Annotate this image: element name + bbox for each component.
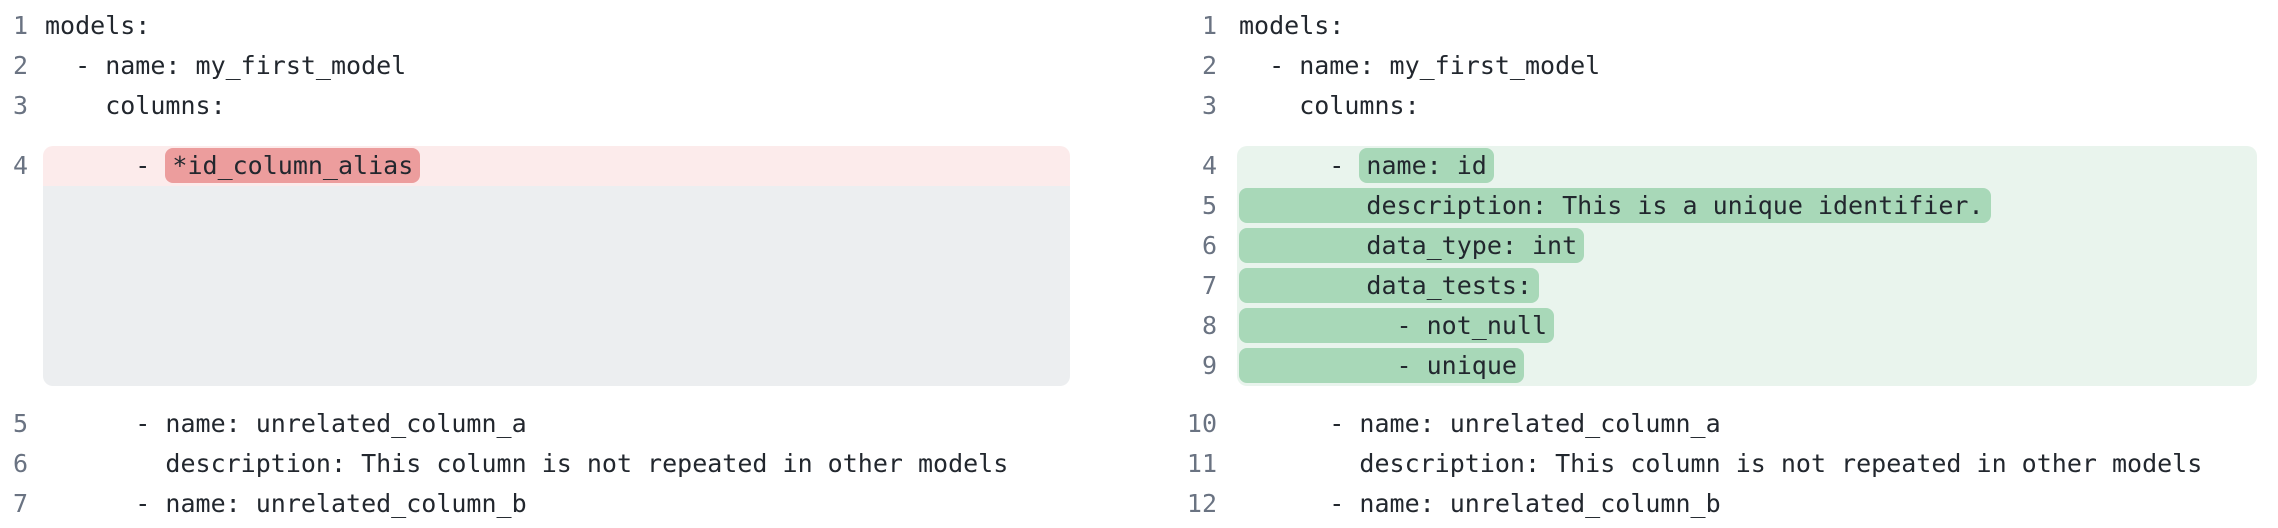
line-number: 3 [1201, 91, 1217, 120]
code-line: 5 description: This is a unique identifi… [1139, 186, 2278, 226]
diff-word-highlight: - unique [1239, 348, 1524, 383]
diff-word-highlight: data_tests: [1239, 268, 1539, 303]
code-text: - [1239, 151, 1360, 180]
code-text: - name: my_first_model [45, 51, 407, 80]
code-line: 2 - name: my_first_model [1139, 46, 2278, 86]
code-content: data_type: int [1237, 226, 2257, 266]
line-number: 7 [1201, 271, 1217, 300]
code-content: models: [43, 6, 1070, 46]
code-text: description: This column is not repeated… [45, 449, 1009, 478]
code-content: description: This column is not repeated… [1237, 444, 2257, 484]
code-line: 11 description: This column is not repea… [1139, 444, 2278, 484]
line-number: 2 [1201, 51, 1217, 80]
code-line: 6 data_type: int [1139, 226, 2278, 266]
code-line: 7 - name: unrelated_column_b [0, 484, 1139, 524]
code-line: 4 - name: id [1139, 146, 2278, 186]
code-content: columns: [1237, 86, 2257, 126]
code-line: 1 models: [1139, 6, 2278, 46]
line-number: 12 [1186, 489, 1217, 518]
code-content: - name: unrelated_column_b [43, 484, 1070, 524]
diff-word-highlight: *id_column_alias [165, 148, 421, 183]
line-number: 5 [12, 409, 28, 438]
line-number: 9 [1201, 351, 1217, 380]
code-content: - name: unrelated_column_a [1237, 404, 2257, 444]
code-text: columns: [45, 91, 226, 120]
code-line: 8 - not_null [1139, 306, 2278, 346]
code-text: models: [1239, 11, 1345, 40]
line-number: 5 [1201, 191, 1217, 220]
code-content: - name: my_first_model [43, 46, 1070, 86]
line-number [0, 186, 28, 386]
diff-word-highlight: data_type: int [1239, 228, 1585, 263]
line-number: 3 [12, 91, 28, 120]
line-number: 7 [12, 489, 28, 518]
empty-hunk-placeholder [0, 186, 1139, 386]
code-line: 5 - name: unrelated_column_a [0, 404, 1139, 444]
code-line: 7 data_tests: [1139, 266, 2278, 306]
line-number: 4 [1201, 151, 1217, 180]
code-line: 3 columns: [0, 86, 1139, 126]
code-content: - not_null [1237, 306, 2257, 346]
code-text: - name: unrelated_column_a [45, 409, 527, 438]
diff-word-highlight: - not_null [1239, 308, 1555, 343]
code-line: 10 - name: unrelated_column_a [1139, 404, 2278, 444]
line-number: 1 [12, 11, 28, 40]
code-content: description: This column is not repeated… [43, 444, 1070, 484]
code-text: models: [45, 11, 151, 40]
code-line: 4 - *id_column_alias [0, 146, 1139, 186]
code-line: 9 - unique [1139, 346, 2278, 386]
code-line: 1 models: [0, 6, 1139, 46]
diff-word-highlight: description: This is a unique identifier… [1239, 188, 1991, 223]
code-content: - name: id [1237, 146, 2257, 186]
line-number: 6 [1201, 231, 1217, 260]
code-text: - name: unrelated_column_b [45, 489, 527, 518]
code-content: - unique [1237, 346, 2257, 386]
code-content: - name: unrelated_column_b [1237, 484, 2257, 524]
code-content: data_tests: [1237, 266, 2257, 306]
code-text: - [45, 151, 166, 180]
line-number: 10 [1186, 409, 1217, 438]
line-number: 1 [1201, 11, 1217, 40]
code-line: 2 - name: my_first_model [0, 46, 1139, 86]
code-text: - name: my_first_model [1239, 51, 1601, 80]
code-content: description: This is a unique identifier… [1237, 186, 2257, 226]
code-content: - name: my_first_model [1237, 46, 2257, 86]
line-number: 4 [12, 151, 28, 180]
code-line: 12 - name: unrelated_column_b [1139, 484, 2278, 524]
code-text: columns: [1239, 91, 1420, 120]
code-content: columns: [43, 86, 1070, 126]
code-text: description: This column is not repeated… [1239, 449, 2203, 478]
code-content: models: [1237, 6, 2257, 46]
code-content: - *id_column_alias [43, 146, 1070, 186]
line-number: 2 [12, 51, 28, 80]
placeholder-block [43, 186, 1070, 386]
code-line: 6 description: This column is not repeat… [0, 444, 1139, 484]
code-line: 3 columns: [1139, 86, 2278, 126]
code-text: - name: unrelated_column_a [1239, 409, 1721, 438]
line-number: 8 [1201, 311, 1217, 340]
code-text: - name: unrelated_column_b [1239, 489, 1721, 518]
line-number: 11 [1186, 449, 1217, 478]
diff-word-highlight: name: id [1359, 148, 1494, 183]
line-number: 6 [12, 449, 28, 478]
code-content: - name: unrelated_column_a [43, 404, 1070, 444]
